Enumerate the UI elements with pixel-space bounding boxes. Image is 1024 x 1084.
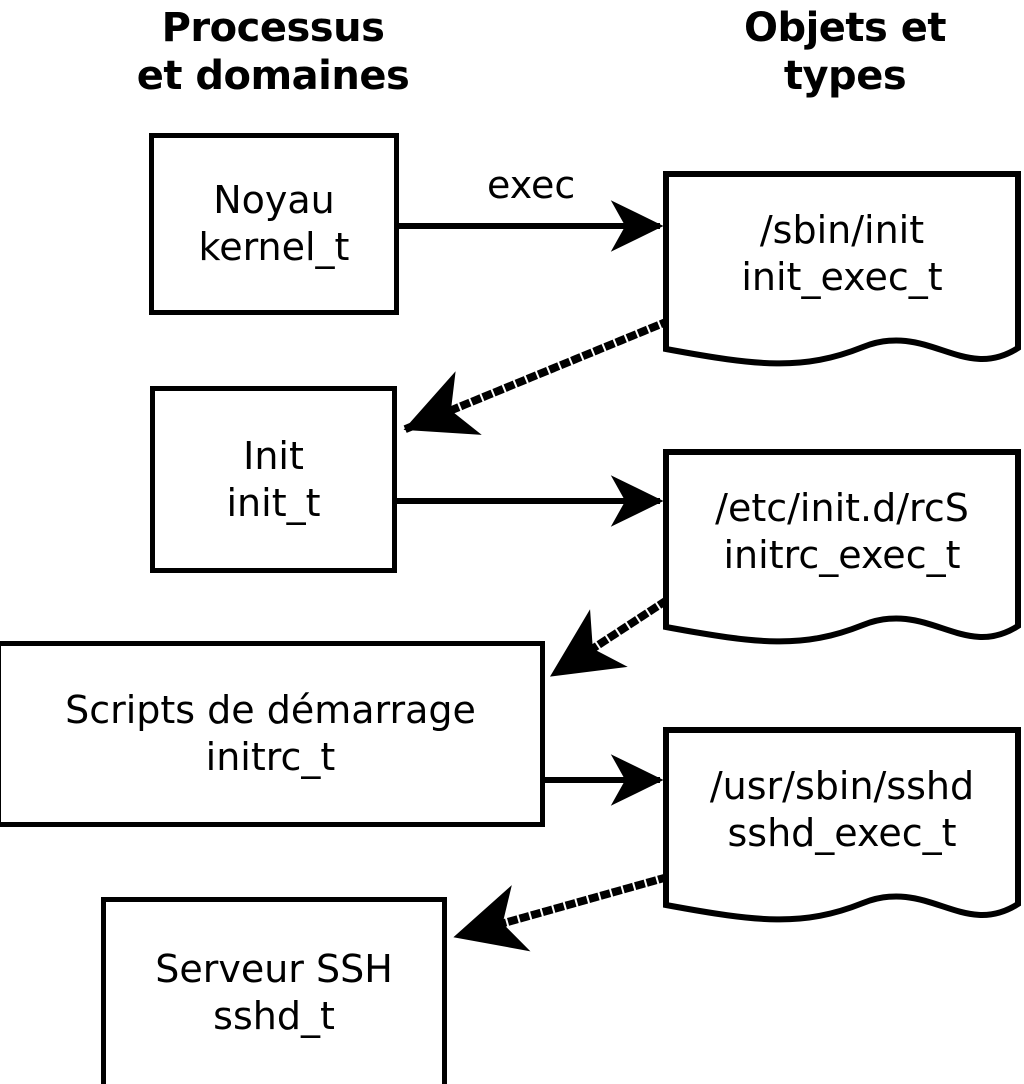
edge-sshd-exec-to-sshd <box>453 873 669 952</box>
column-header-processes: Processus et domaines <box>136 5 410 99</box>
process-node-sshd-title: Serveur SSH <box>155 947 393 991</box>
column-header-objects: Objets et types <box>743 5 947 99</box>
object-node-initrc-exec[interactable]: /etc/init.d/rcS initrc_exec_t <box>663 449 1021 661</box>
document-shape-icon <box>663 171 1021 367</box>
process-node-sshd[interactable]: Serveur SSH sshd_t <box>101 897 447 1084</box>
process-node-init-type: init_t <box>226 480 321 525</box>
object-node-sshd-exec[interactable]: /usr/sbin/sshd sshd_exec_t <box>663 727 1021 939</box>
process-node-initrc[interactable]: Scripts de démarrage initrc_t <box>0 641 545 827</box>
edge-init-exec-to-init <box>402 316 672 435</box>
process-node-kernel-type: kernel_t <box>198 225 350 269</box>
edge-label-exec: exec <box>487 163 576 207</box>
process-node-init[interactable]: Init init_t <box>150 386 397 573</box>
object-node-init-exec[interactable]: /sbin/init init_exec_t <box>663 171 1021 383</box>
process-node-initrc-type: initrc_t <box>205 735 336 779</box>
process-node-kernel-title: Noyau <box>213 178 335 222</box>
document-shape-icon <box>663 727 1021 923</box>
process-node-initrc-title: Scripts de démarrage <box>65 688 476 732</box>
process-node-init-title: Init <box>243 433 304 478</box>
process-node-sshd-type: sshd_t <box>213 994 335 1038</box>
process-node-kernel[interactable]: Noyau kernel_t <box>149 133 399 315</box>
edge-initrc-exec-to-initrc <box>548 596 670 680</box>
document-shape-icon <box>663 449 1021 645</box>
